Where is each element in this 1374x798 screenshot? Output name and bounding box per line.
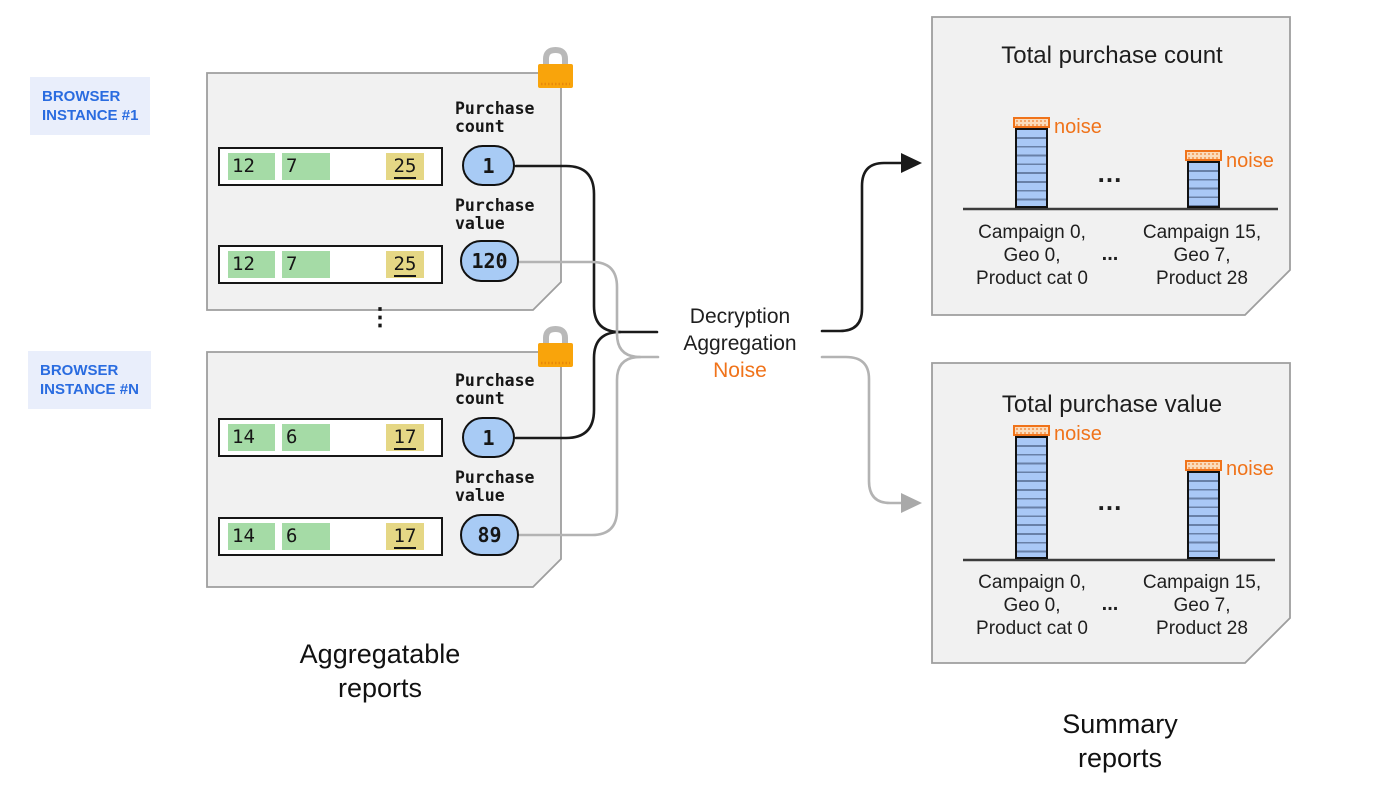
value-arrowhead — [901, 493, 922, 513]
aggregatable-reports-caption-line2: reports — [337, 673, 423, 703]
bucket-key-label: Campaign 15, Geo 7, Product 28 — [1127, 221, 1277, 290]
aggregatable-reports-caption: Aggregatable reports — [255, 637, 505, 705]
bucket-key-line: Geo 0, — [1003, 595, 1061, 616]
bucket-value-cell: 14 — [228, 523, 275, 550]
summary-reports-caption: Summary reports — [995, 707, 1245, 775]
value-chart-title: Total purchase value — [1001, 391, 1223, 418]
browser-instance-1-label-line2: INSTANCE #1 — [42, 107, 139, 124]
noise-segment — [1184, 150, 1222, 161]
noise-segment — [1184, 460, 1222, 471]
value-bar-group-2 — [1184, 460, 1222, 559]
noise-segment — [1012, 117, 1050, 128]
purchase-count-label: Purchase count — [455, 372, 534, 408]
bucket-key-line: Product 28 — [1156, 618, 1248, 639]
noise-callout: noise — [1054, 116, 1102, 138]
purchase-count-bubble: 1 — [462, 417, 515, 458]
more-buckets-ellipsis: ... — [1101, 243, 1119, 265]
aggregatable-reports-caption-line1: Aggregatable — [299, 639, 461, 669]
noise-callout: noise — [1226, 150, 1274, 172]
bucket-key-line: Product cat 0 — [976, 268, 1088, 289]
purchase-value-label: Purchase value — [455, 469, 534, 505]
bucket-value-cell: 6 — [282, 424, 330, 451]
histogram-contributions-row: 12 7 25 — [218, 147, 443, 186]
bucket-key-line: Geo 7, — [1173, 245, 1231, 266]
bucket-value-cell-highlight: 25 — [386, 251, 424, 278]
purchase-count-label: Purchase count — [455, 100, 534, 136]
purchase-value-label: Purchase value — [455, 197, 534, 233]
bucket-key-line: Campaign 15, — [1142, 222, 1262, 243]
purchase-value-label-line1: Purchase — [455, 468, 535, 487]
purchase-count-label-line1: Purchase — [455, 371, 535, 390]
bucket-value-cell-highlight: 17 — [386, 424, 424, 451]
purchase-value-label-line2: value — [455, 214, 505, 233]
more-bars-ellipsis: ... — [1097, 158, 1123, 188]
value-connector-lines — [517, 260, 904, 537]
purchase-count-label-line2: count — [455, 117, 505, 136]
purchase-value-label-line1: Purchase — [455, 196, 535, 215]
purchase-count-label-line2: count — [455, 389, 505, 408]
browser-instance-n-label-line2: INSTANCE #N — [40, 381, 139, 398]
bucket-key-label: Campaign 15, Geo 7, Product 28 — [1127, 571, 1277, 640]
noise-segment — [1012, 425, 1050, 436]
bucket-value-cell: 12 — [228, 251, 275, 278]
value-bar-group-1 — [1012, 425, 1050, 559]
purchase-value-bubble: 120 — [460, 240, 519, 282]
summary-reports-caption-line1: Summary — [1062, 709, 1178, 739]
bucket-key-line: Campaign 15, — [1142, 572, 1262, 593]
more-buckets-ellipsis: ... — [1101, 593, 1119, 615]
bucket-key-line: Geo 7, — [1173, 595, 1231, 616]
more-bars-ellipsis: ... — [1097, 486, 1123, 516]
bucket-key-line: Geo 0, — [1003, 245, 1061, 266]
summary-reports-caption-line2: reports — [1077, 743, 1163, 773]
bucket-key-line: Campaign 0, — [978, 222, 1086, 243]
bucket-value-cell: 6 — [282, 523, 330, 550]
bucket-value-cell: 7 — [282, 251, 330, 278]
noise-callout: noise — [1226, 458, 1274, 480]
decryption-label: Decryption — [689, 305, 791, 328]
summary-report-box-1 — [931, 16, 1291, 316]
count-chart-title: Total purchase count — [1001, 42, 1223, 69]
browser-instance-n-label-line1: BROWSER — [40, 362, 119, 379]
browser-instance-n-label: BROWSER INSTANCE #N — [28, 351, 151, 409]
bucket-key-line: Product cat 0 — [976, 618, 1088, 639]
count-connector-lines — [514, 161, 904, 440]
bucket-key-label: Campaign 0, Geo 0, Product cat 0 — [957, 221, 1107, 290]
lock-icon — [538, 46, 573, 88]
count-bar — [1186, 161, 1220, 208]
bucket-value-cell-highlight: 17 — [386, 523, 424, 550]
count-bar-group-2 — [1184, 150, 1222, 208]
count-bar — [1014, 128, 1048, 208]
value-bar — [1014, 436, 1048, 559]
purchase-value-label-line2: value — [455, 486, 505, 505]
count-bar-group-1 — [1012, 117, 1050, 208]
browser-instance-1-label-line1: BROWSER — [42, 88, 121, 105]
lock-icon — [538, 325, 573, 367]
bucket-key-label: Campaign 0, Geo 0, Product cat 0 — [957, 571, 1107, 640]
aggregation-label: Aggregation — [683, 332, 797, 355]
histogram-contributions-row: 14 6 17 — [218, 517, 443, 556]
noise-callout: noise — [1054, 423, 1102, 445]
purchase-count-label-line1: Purchase — [455, 99, 535, 118]
bucket-key-line: Product 28 — [1156, 268, 1248, 289]
bucket-value-cell-highlight: 25 — [386, 153, 424, 180]
bucket-value-cell: 14 — [228, 424, 275, 451]
bucket-value-cell: 12 — [228, 153, 275, 180]
more-reports-ellipsis: ⋮ — [368, 304, 392, 331]
histogram-contributions-row: 14 6 17 — [218, 418, 443, 457]
histogram-contributions-row: 12 7 25 — [218, 245, 443, 284]
bucket-value-cell: 7 — [282, 153, 330, 180]
noise-label: Noise — [713, 359, 767, 382]
aggregation-process-label: Decryption Aggregation Noise — [650, 303, 830, 384]
value-bar — [1186, 471, 1220, 559]
purchase-value-bubble: 89 — [460, 514, 519, 556]
purchase-count-bubble: 1 — [462, 145, 515, 186]
bucket-key-line: Campaign 0, — [978, 572, 1086, 593]
count-arrowhead — [901, 153, 922, 173]
browser-instance-1-label: BROWSER INSTANCE #1 — [30, 77, 151, 135]
